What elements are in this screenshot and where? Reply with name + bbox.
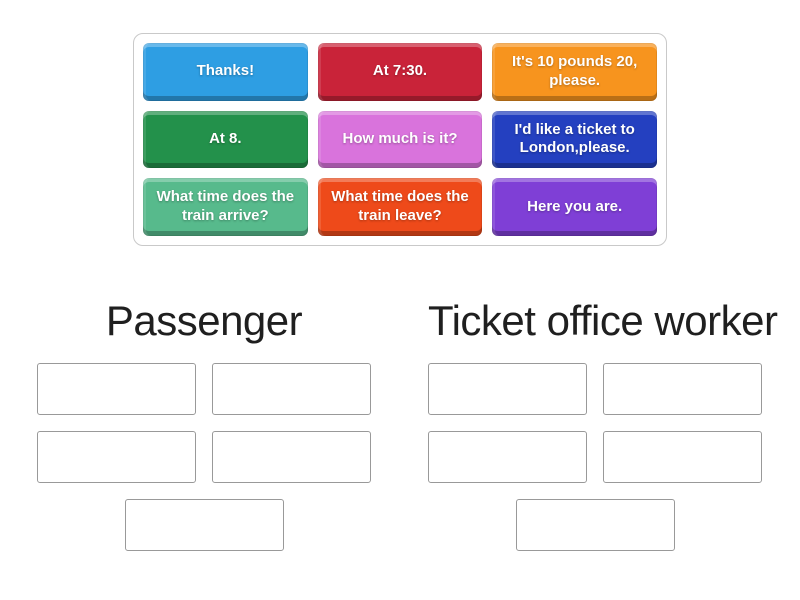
drop-slot[interactable] <box>212 431 371 483</box>
drop-slot[interactable] <box>603 431 762 483</box>
group-passenger: Passenger <box>37 293 371 551</box>
word-tile-label: Thanks! <box>196 62 255 80</box>
word-tile[interactable]: What time does the train leave? <box>317 178 483 236</box>
word-tile-label: I'd like a ticket to London,please. <box>514 120 635 157</box>
word-tile[interactable]: At 7:30. <box>317 43 483 101</box>
drop-slot[interactable] <box>37 431 196 483</box>
word-tile[interactable]: It's 10 pounds 20, please. <box>492 43 657 101</box>
word-tile[interactable]: What time does the train arrive? <box>143 178 308 236</box>
tile-board: Thanks! At 7:30. It's 10 pounds 20, please… <box>133 33 667 246</box>
word-tile-label: How much is it? <box>342 130 458 148</box>
word-tile[interactable]: I'd like a ticket to London,please. <box>492 110 657 169</box>
word-tile[interactable]: Here you are. <box>492 178 657 236</box>
word-tile-label: At 7:30. <box>372 62 428 80</box>
drop-slot[interactable] <box>603 363 762 415</box>
group-title-passenger: Passenger <box>105 297 303 344</box>
group-ticket-office-worker: Ticket office worker <box>428 293 778 551</box>
drop-slot[interactable] <box>212 363 371 415</box>
word-tile-label: What time does the train arrive? <box>156 188 295 225</box>
word-tile[interactable]: Thanks! <box>143 43 308 101</box>
group-ticket-office-worker-slots <box>428 363 762 551</box>
word-tile-label: At 8. <box>209 130 242 148</box>
group-title-ticket-office-worker: Ticket office worker <box>428 297 778 344</box>
drop-slot[interactable] <box>124 499 284 551</box>
word-tile-label: It's 10 pounds 20, please. <box>512 53 638 89</box>
group-passenger-slots <box>37 363 371 551</box>
word-tile-label: Here you are. <box>527 197 623 215</box>
drop-slot[interactable] <box>37 363 196 415</box>
drop-slot[interactable] <box>428 363 587 415</box>
word-tile[interactable]: How much is it? <box>317 110 483 169</box>
drop-slot[interactable] <box>515 499 675 551</box>
drop-slot[interactable] <box>428 431 587 483</box>
word-tile[interactable]: At 8. <box>143 110 308 169</box>
word-tile-label: What time does the train leave? <box>331 188 469 225</box>
